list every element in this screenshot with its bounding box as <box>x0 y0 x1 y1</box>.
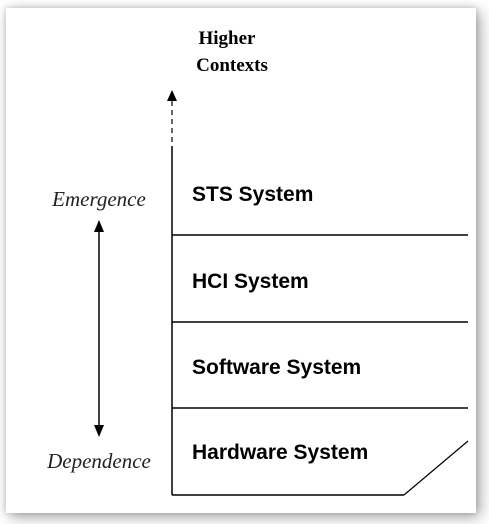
page-curl-line <box>403 440 469 496</box>
emergence-label: Emergence <box>51 187 146 211</box>
layer-label-software: Software System <box>192 356 361 379</box>
layer-label-hci: HCI System <box>192 270 309 293</box>
arrow-down-icon <box>94 425 104 437</box>
figure-card <box>6 8 476 513</box>
layer-label-sts: STS System <box>192 183 313 206</box>
higher-contexts-label-line2: Contexts <box>196 55 268 76</box>
dependence-label: Dependence <box>46 449 151 473</box>
arrow-up-icon <box>94 220 104 232</box>
layer-label-hardware: Hardware System <box>192 441 368 464</box>
higher-contexts-label-line1: Higher <box>199 28 257 49</box>
up-arrow-head-icon <box>167 90 177 101</box>
